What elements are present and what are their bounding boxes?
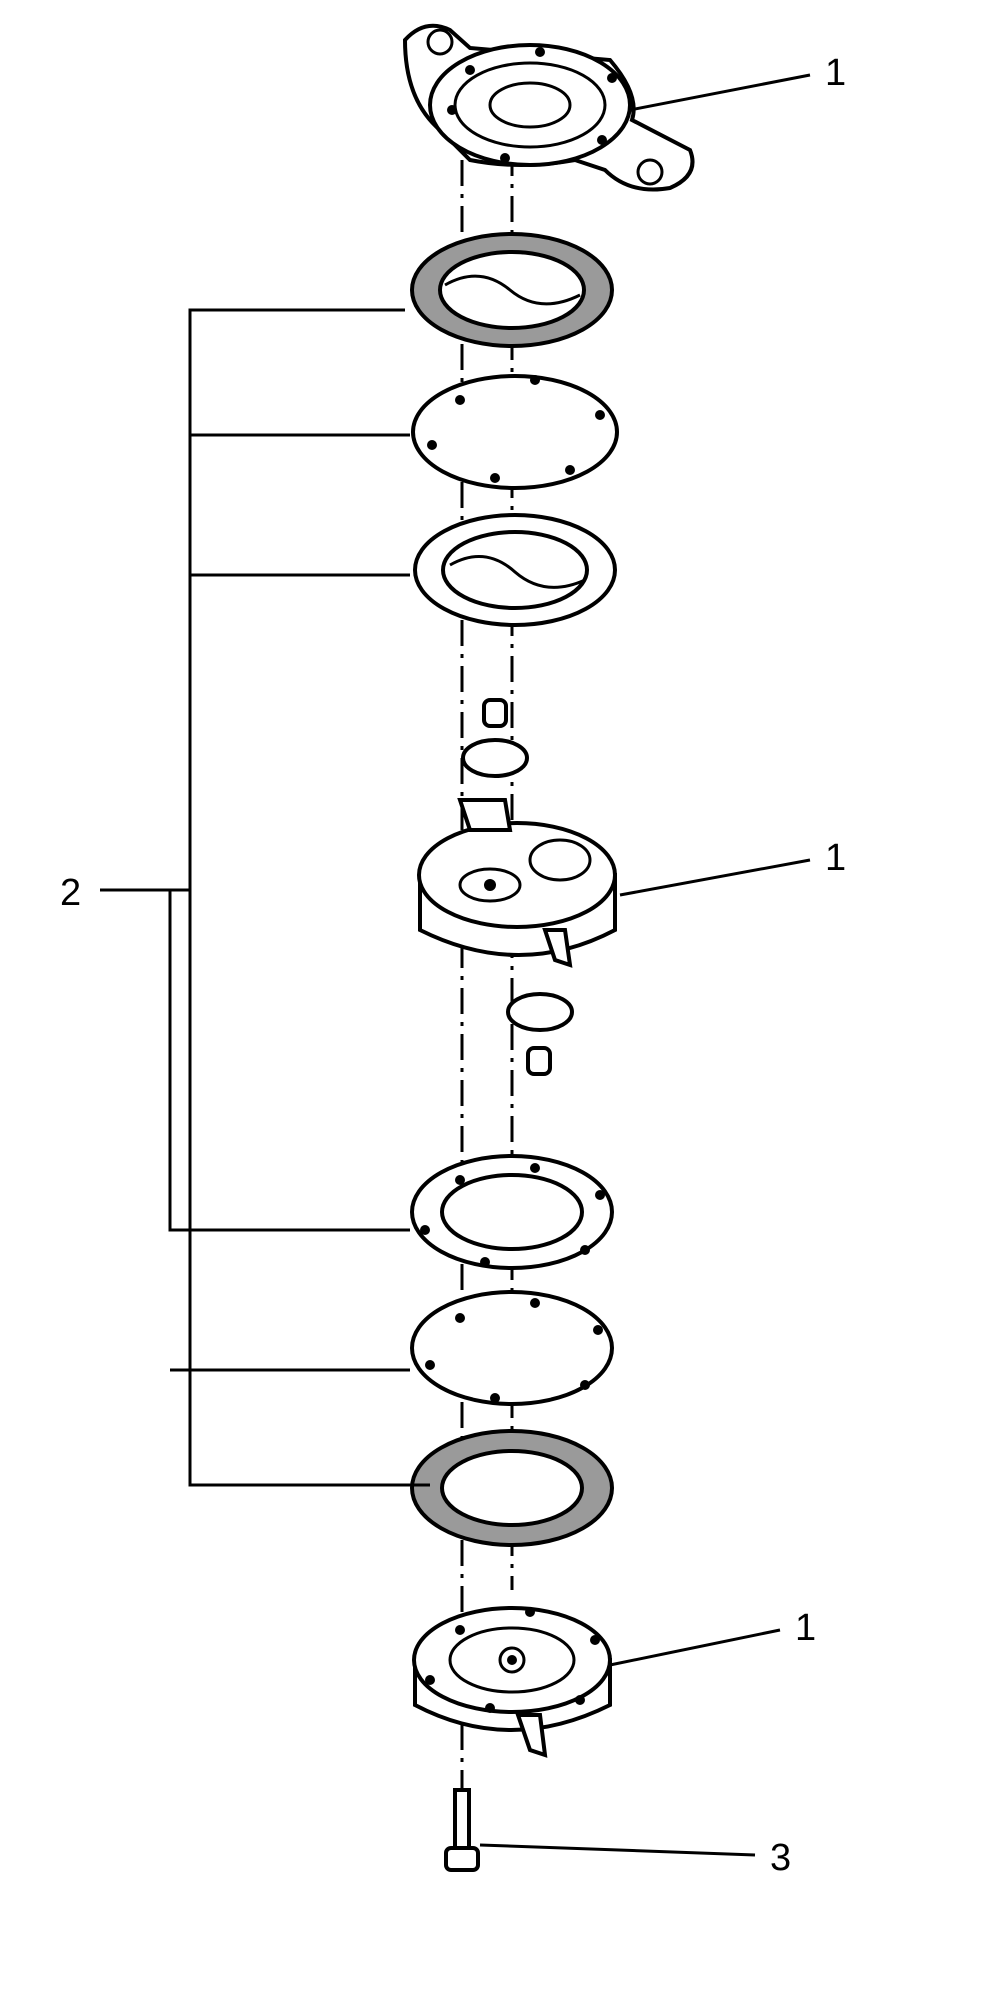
- callout-middle-body: 1: [825, 837, 846, 879]
- callout-top-housing: 1: [825, 52, 846, 94]
- callout-gasket-group: 2: [60, 872, 81, 914]
- upper-diaphragm: [411, 374, 619, 490]
- lower-check-valve: [506, 992, 574, 1076]
- top-housing: [402, 23, 695, 192]
- lower-diaphragm: [410, 1290, 614, 1406]
- screw: [444, 1788, 480, 1872]
- callout-bottom-cover: 1: [795, 1607, 816, 1649]
- upper-speckled-gasket: [410, 232, 614, 348]
- lower-ring-gasket: [410, 1154, 614, 1270]
- bottom-cover: [412, 1606, 612, 1758]
- leader-lines: [100, 73, 811, 1857]
- upper-valve-gasket: [413, 513, 617, 627]
- middle-pump-body: [417, 798, 617, 968]
- lower-speckled-gasket: [410, 1429, 614, 1547]
- upper-check-valve: [461, 698, 529, 778]
- callout-screw: 3: [770, 1837, 791, 1879]
